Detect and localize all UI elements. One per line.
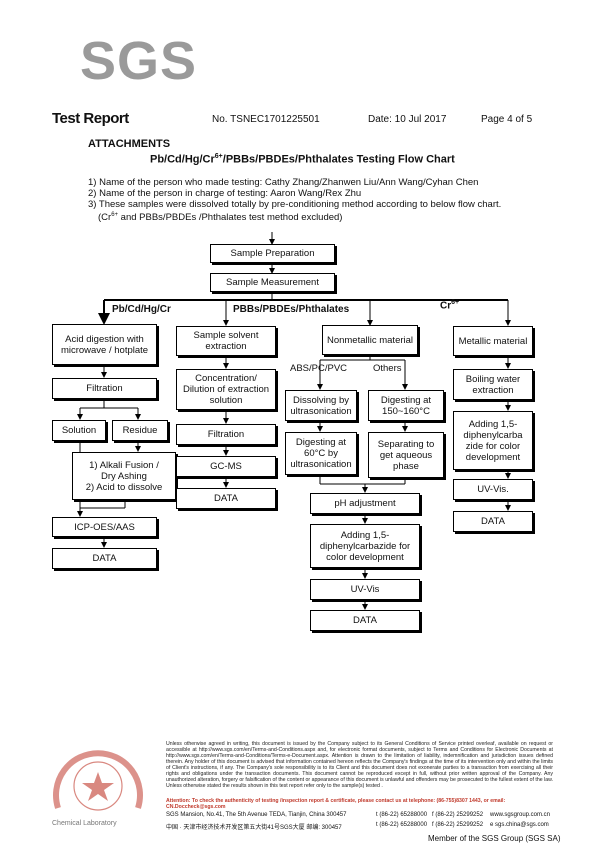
gc-ms-box: GC-MS: [176, 456, 276, 477]
metallic-material-box: Metallic material: [453, 326, 533, 356]
residue-box: Residue: [112, 420, 168, 441]
fax-english: f (86-22) 25299252: [432, 812, 484, 818]
address-chinese: 中国 · 天津市经济技术开发区第五大街41号SGS大厦 邮编: 300457: [166, 825, 342, 831]
separating-box: Separating to get aqueous phase: [368, 432, 444, 478]
note-2: 2) Name of the person in charge of testi…: [88, 188, 362, 199]
uv-vis-box-2: UV-Vis.: [453, 479, 533, 500]
abs-pc-pvc-label: ABS/PC/PVC: [290, 363, 348, 374]
email-link[interactable]: e sgs.china@sgs.com: [490, 822, 549, 828]
fax-chinese: f (86-22) 25299252: [432, 822, 484, 828]
report-title: Test Report: [52, 110, 129, 127]
dissolving-box: Dissolving by ultrasonication: [285, 390, 357, 421]
uv-vis-box: UV-Vis: [310, 579, 420, 600]
acid-digestion-box: Acid digestion with microwave / hotplate: [52, 324, 157, 365]
sgs-logo: SGS: [80, 31, 198, 91]
filtration-box-1: Filtration: [52, 378, 157, 399]
branch-label-cr6: Cr6+: [440, 299, 460, 312]
note-4: (Cr6+ and PBBs/PBDEs /Phthalates test me…: [98, 212, 343, 224]
member-text: Member of the SGS Group (SGS SA): [428, 834, 561, 843]
flow-chart-title: Pb/Cd/Hg/Cr6+/PBBs/PBDEs/Phthalates Test…: [150, 153, 455, 166]
concentration-box: Concentration/ Dilution of extraction so…: [176, 369, 276, 410]
report-number: No. TSNEC1701225501: [212, 114, 320, 125]
sample-preparation-box: Sample Preparation: [210, 244, 335, 263]
nonmetallic-material-box: Nonmetallic material: [322, 325, 418, 355]
note-1: 1) Name of the person who made testing: …: [88, 177, 479, 188]
solvent-extraction-box: Sample solvent extraction: [176, 326, 276, 356]
adding-dpc-box-2: Adding 1,5-diphenylcarba zide for color …: [453, 411, 533, 470]
chemical-laboratory-label: Chemical Laboratory: [52, 820, 117, 827]
solution-box: Solution: [52, 420, 106, 441]
inspection-seal-icon: [53, 750, 143, 811]
note-3: 3) These samples were dissolved totally …: [88, 199, 502, 210]
data-box-1: DATA: [52, 548, 157, 569]
phone-chinese: t (86-22) 65288000: [376, 822, 428, 828]
notes: 1) Name of the person who made testing: …: [88, 177, 501, 223]
data-box-3: DATA: [310, 610, 420, 631]
ph-adjustment-box: pH adjustment: [310, 493, 420, 514]
boiling-water-box: Boiling water extraction: [453, 369, 533, 400]
disclaimer-text: Unless otherwise agreed in writing, this…: [166, 741, 553, 789]
data-box-4: DATA: [453, 511, 533, 532]
others-label: Others: [373, 363, 402, 374]
sample-measurement-box: Sample Measurement: [210, 273, 335, 292]
adding-dpc-box: Adding 1,5-diphenylcarbazide for color d…: [310, 524, 420, 568]
digesting-60-box: Digesting at 60°C by ultrasonication: [285, 432, 357, 475]
data-box-2: DATA: [176, 488, 276, 509]
branch-label-pbbs: PBBs/PBDEs/Phthalates: [233, 304, 350, 315]
report-date: Date: 10 Jul 2017: [368, 114, 447, 125]
page-number: Page 4 of 5: [481, 114, 533, 125]
attention-text: Attention: To check the authenticity of …: [166, 798, 506, 810]
attachments-heading: ATTACHMENTS: [88, 138, 171, 150]
address-english: SGS Mansion, No.41, The 5th Avenue TEDA,…: [166, 812, 347, 818]
icp-oes-box: ICP-OES/AAS: [52, 517, 157, 537]
website-link[interactable]: www.sgsgroup.com.cn: [490, 812, 551, 818]
digesting-150-box: Digesting at 150~160°C: [368, 390, 444, 421]
filtration-box-2: Filtration: [176, 424, 276, 445]
branch-label-metals: Pb/Cd/Hg/Cr: [112, 304, 171, 315]
phone-english: t (86-22) 65288000: [376, 812, 428, 818]
